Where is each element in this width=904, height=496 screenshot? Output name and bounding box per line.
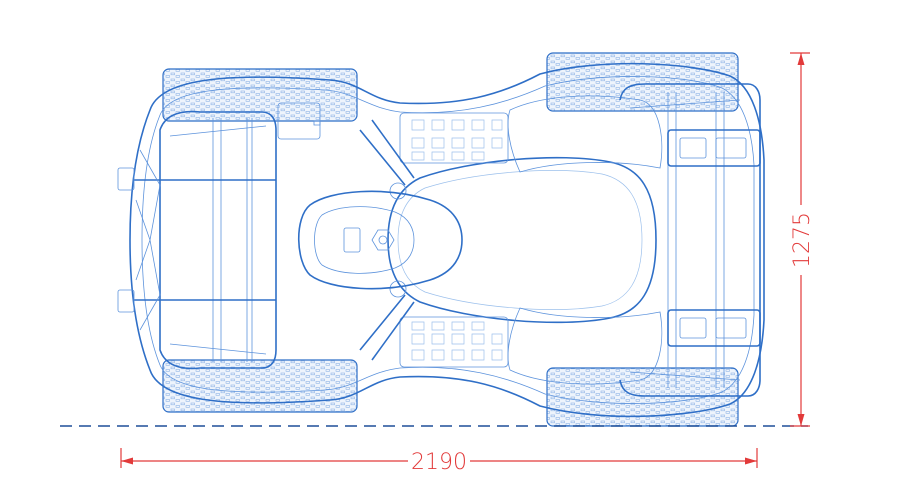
front-light-left	[117, 167, 135, 191]
rear-cargo-box-bottom	[667, 309, 761, 347]
right-footrest	[399, 316, 509, 368]
width-dimension	[120, 448, 758, 468]
console	[297, 190, 463, 290]
console-inner	[314, 206, 415, 274]
left-fender	[507, 95, 663, 173]
seat-inner	[397, 170, 643, 310]
rear-cargo-box-top	[667, 129, 761, 167]
fuel-cap	[371, 229, 395, 251]
height-dimension	[790, 52, 810, 427]
right-fender	[507, 307, 663, 385]
left-footrest	[399, 112, 509, 164]
height-dimension-label: 1275	[790, 212, 815, 268]
width-dimension-label: 2190	[411, 450, 467, 475]
seat	[387, 156, 657, 324]
front-bumper	[135, 149, 161, 331]
body-outline	[129, 62, 765, 418]
handlebar	[359, 119, 415, 361]
front-left-tire	[162, 68, 358, 122]
rear-right-tire	[546, 367, 739, 427]
fuel-gauge	[343, 227, 361, 253]
body-inner-outline	[141, 76, 755, 404]
front-rack	[134, 110, 277, 370]
front-light-right	[117, 289, 135, 313]
